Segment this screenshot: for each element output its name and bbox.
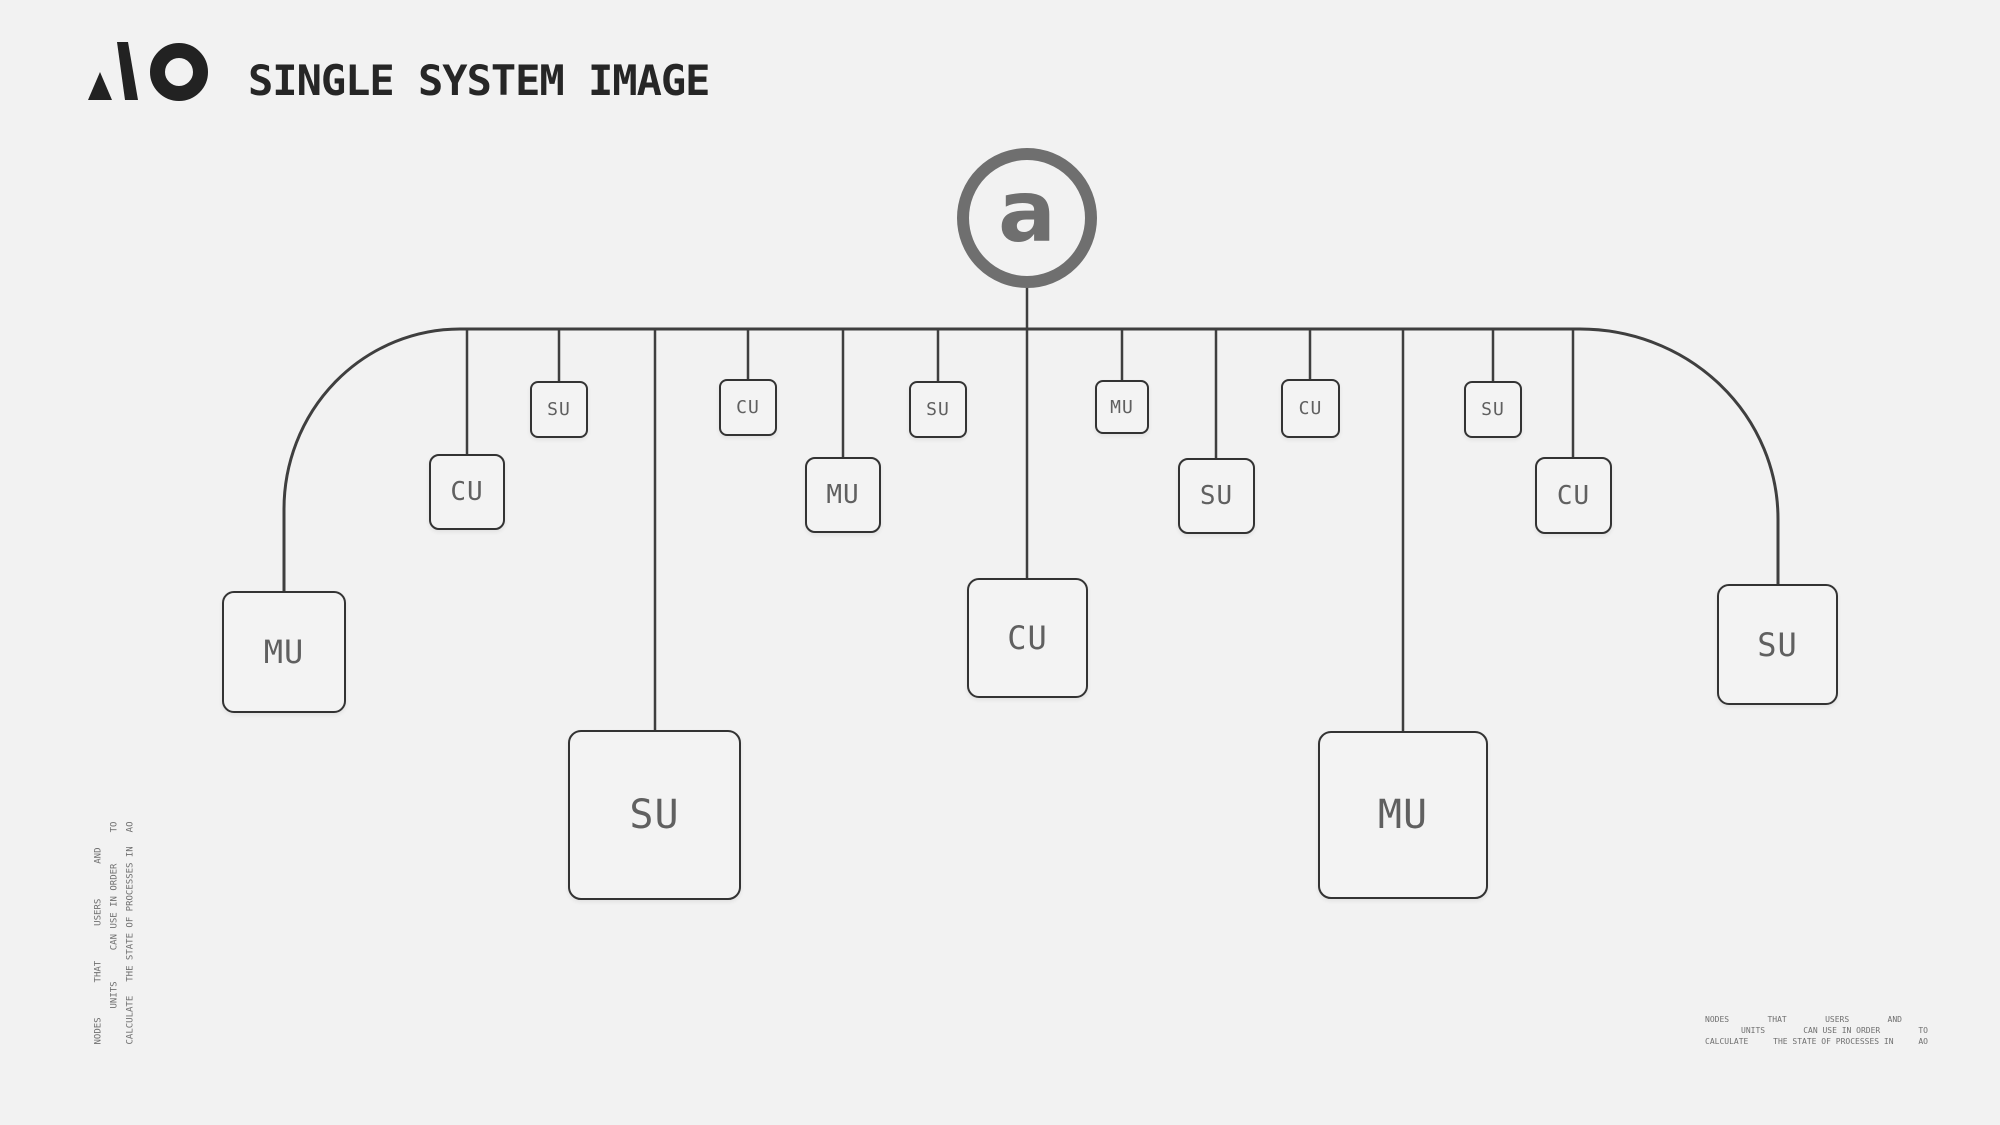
node-label: MU (263, 633, 305, 671)
caption-row: NODES THAT USERS AND (91, 822, 107, 1045)
caption-word: TO (1918, 1026, 1928, 1035)
caption-right: NODES THAT USERS AND UNITS CAN USE IN ORDER TO… (1705, 1014, 1928, 1047)
root-node: a (957, 148, 1097, 288)
node-cu-4: CU (1281, 379, 1340, 438)
caption-word: AO (1918, 1037, 1928, 1046)
caption-word: AO (125, 821, 136, 833)
caption-word: THE STATE OF PROCESSES IN (1773, 1037, 1894, 1046)
bus-line (282, 327, 1780, 591)
page-title: SINGLE SYSTEM IMAGE (248, 55, 710, 105)
node-su-6: SU (1717, 584, 1838, 705)
caption-word: CAN USE IN ORDER (109, 863, 120, 951)
root-node-label: a (997, 162, 1057, 262)
caption-word: THAT (93, 960, 104, 983)
node-label: SU (629, 792, 680, 838)
node-label: CU (1298, 398, 1323, 419)
node-mu-3: MU (1095, 380, 1149, 434)
node-su-1: SU (530, 381, 588, 438)
node-su-5: SU (1464, 381, 1522, 438)
caption-row: UNITS CAN USE IN ORDER TO (107, 822, 123, 1045)
caption-word: TO (109, 821, 120, 833)
node-label: CU (1556, 480, 1591, 511)
caption-word: CAN USE IN ORDER (1803, 1026, 1881, 1035)
node-label: SU (547, 399, 571, 420)
node-label: CU (450, 477, 484, 507)
node-label: CU (1007, 619, 1048, 657)
node-mu-4: MU (1318, 731, 1488, 899)
node-label: SU (926, 399, 950, 420)
caption-word: UNITS (1741, 1026, 1766, 1035)
caption-word: USERS (1825, 1015, 1850, 1024)
caption-row: NODES THAT USERS AND (1705, 1014, 1928, 1025)
caption-word: NODES (93, 1017, 104, 1045)
node-cu-2: CU (719, 379, 777, 436)
caption-word: AND (93, 847, 104, 864)
node-su-2: SU (568, 730, 741, 900)
node-mu-2: MU (805, 457, 881, 533)
node-label: SU (1199, 481, 1234, 511)
node-cu-5: CU (1535, 457, 1612, 534)
caption-row: CALCULATE THE STATE OF PROCESSES IN AO (123, 822, 139, 1045)
caption-word: CALCULATE (125, 995, 136, 1045)
ao-logo-icon (88, 42, 208, 101)
caption-word: CALCULATE (1705, 1037, 1749, 1046)
node-su-3: SU (909, 381, 967, 438)
caption-word: AND (1887, 1015, 1902, 1024)
node-label: CU (736, 397, 760, 418)
caption-word: NODES (1705, 1015, 1730, 1024)
caption-word: THE STATE OF PROCESSES IN (125, 846, 136, 982)
node-label: MU (1110, 396, 1134, 418)
node-su-4: SU (1178, 458, 1255, 534)
node-label: SU (1757, 625, 1798, 664)
caption-row: UNITS CAN USE IN ORDER TO (1705, 1025, 1928, 1036)
node-label: MU (1377, 792, 1429, 838)
node-cu-3: CU (967, 578, 1088, 698)
node-mu-1: MU (222, 591, 346, 713)
caption-row: CALCULATE THE STATE OF PROCESSES IN AO (1705, 1036, 1928, 1047)
node-label: MU (826, 480, 860, 510)
caption-word: UNITS (109, 981, 120, 1009)
node-label: SU (1481, 399, 1505, 420)
caption-word: USERS (93, 898, 104, 926)
caption-word: THAT (1767, 1015, 1787, 1024)
node-cu-1: CU (429, 454, 505, 530)
header: SINGLE SYSTEM IMAGE (0, 0, 2000, 130)
caption-left-rotated: NODES THAT USERS AND UNITS CAN USE IN ORDER TO… (91, 822, 139, 1045)
